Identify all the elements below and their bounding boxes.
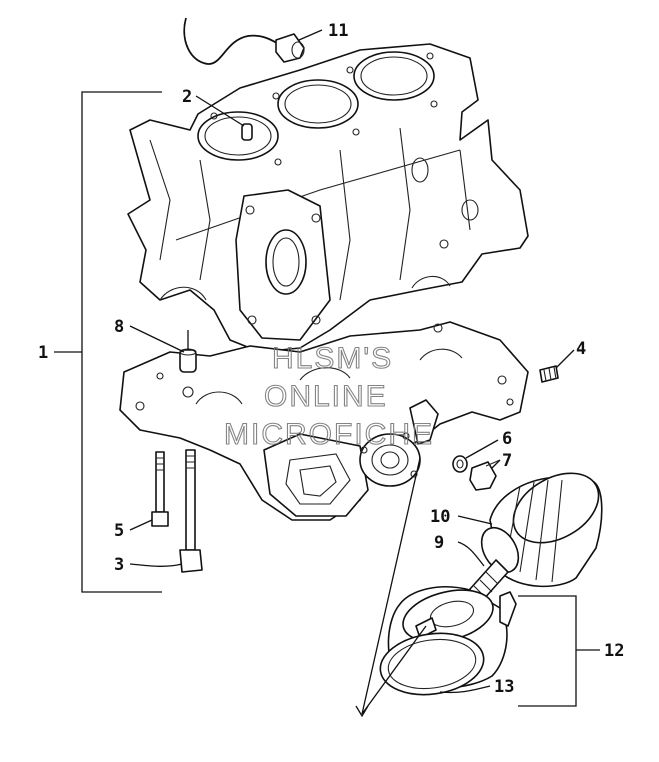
crankcase-bolt-long-part	[129, 449, 203, 573]
stud-part	[539, 349, 575, 383]
callout-1: 1	[38, 343, 48, 363]
callout-13: 13	[494, 677, 514, 697]
dowel-sleeve-part	[129, 325, 197, 373]
callout-4: 4	[576, 339, 586, 359]
callout-9: 9	[434, 533, 444, 553]
lower-crankcase-part	[119, 321, 529, 521]
watermark-line-1: HLSM'S	[272, 342, 393, 375]
oil-filter-part	[457, 472, 603, 588]
callout-3: 3	[114, 555, 124, 575]
callout-labels: 1 2 3 4 5 6 7 8 9 10 11 12 13	[38, 21, 624, 697]
callout-12: 12	[604, 641, 624, 661]
callout-11: 11	[328, 21, 348, 41]
callout-2: 2	[182, 87, 192, 107]
watermark-line-2: ONLINE	[264, 380, 388, 413]
drain-bolt-part	[469, 459, 501, 491]
callout-8: 8	[114, 317, 124, 337]
watermark-line-3: MICROFICHE	[224, 418, 434, 451]
leader-lines	[54, 91, 600, 718]
watermark: HLSM'S ONLINE MICROFICHE	[223, 341, 434, 451]
callout-10: 10	[430, 507, 450, 527]
callout-5: 5	[114, 521, 124, 541]
washer-part	[452, 439, 499, 473]
callout-7: 7	[502, 451, 512, 471]
cylinder-block-part	[127, 43, 529, 353]
callout-6: 6	[502, 429, 512, 449]
filter-adapter-part	[379, 586, 517, 696]
crankcase-bolt-short-part	[129, 451, 169, 531]
oil-pressure-sensor-part	[183, 17, 323, 65]
